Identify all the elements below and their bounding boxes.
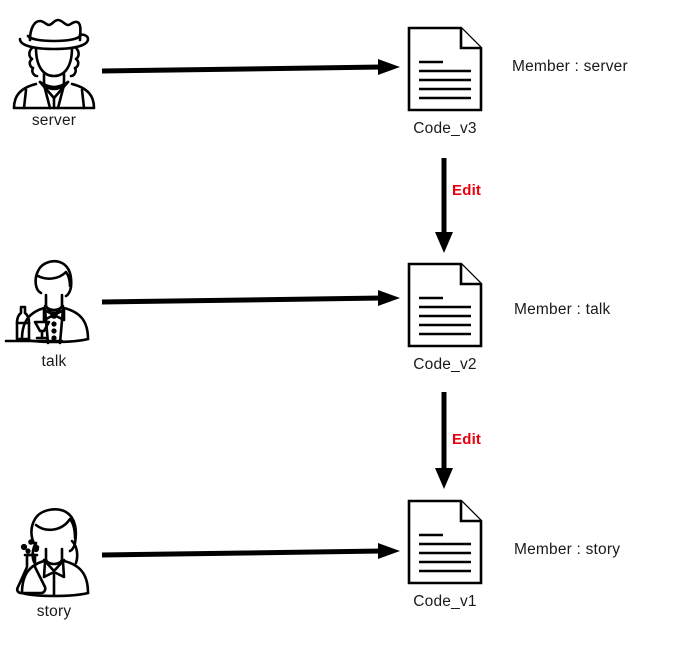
- actor-node-server[interactable]: server: [0, 12, 108, 130]
- document-page-icon: [385, 22, 505, 114]
- arrow-talk-to-code-v2: [100, 285, 406, 311]
- actor-label-story: story: [36, 603, 72, 620]
- arrow-edit-code-v3-to-code-v2: [431, 156, 457, 256]
- bartender-avatar-icon: [0, 253, 108, 351]
- document-label-code-v3: Code_v3: [413, 120, 477, 137]
- edit-transition-label-1: Edit: [452, 182, 482, 199]
- cowboy-avatar-icon: [0, 12, 108, 110]
- document-page-icon: [385, 495, 505, 587]
- actor-label-talk: talk: [41, 353, 67, 370]
- member-annotation-server: Member : server: [512, 58, 628, 75]
- document-label-code-v2: Code_v2: [413, 356, 477, 373]
- arrow-edit-code-v2-to-code-v1: [431, 390, 457, 492]
- document-node-code-v1[interactable]: Code_v1: [385, 495, 505, 611]
- actor-label-server: server: [31, 112, 77, 129]
- member-annotation-talk: Member : talk: [514, 301, 611, 318]
- document-node-code-v3[interactable]: Code_v3: [385, 22, 505, 138]
- actor-node-talk[interactable]: talk: [0, 253, 108, 371]
- scientist-avatar-icon: [0, 503, 108, 601]
- edit-transition-label-2: Edit: [452, 431, 482, 448]
- document-label-code-v1: Code_v1: [413, 593, 477, 610]
- document-node-code-v2[interactable]: Code_v2: [385, 258, 505, 374]
- arrow-server-to-code-v3: [100, 54, 406, 80]
- actor-node-story[interactable]: story: [0, 503, 108, 621]
- member-annotation-story: Member : story: [514, 541, 621, 558]
- document-page-icon: [385, 258, 505, 350]
- arrow-story-to-code-v1: [100, 538, 406, 564]
